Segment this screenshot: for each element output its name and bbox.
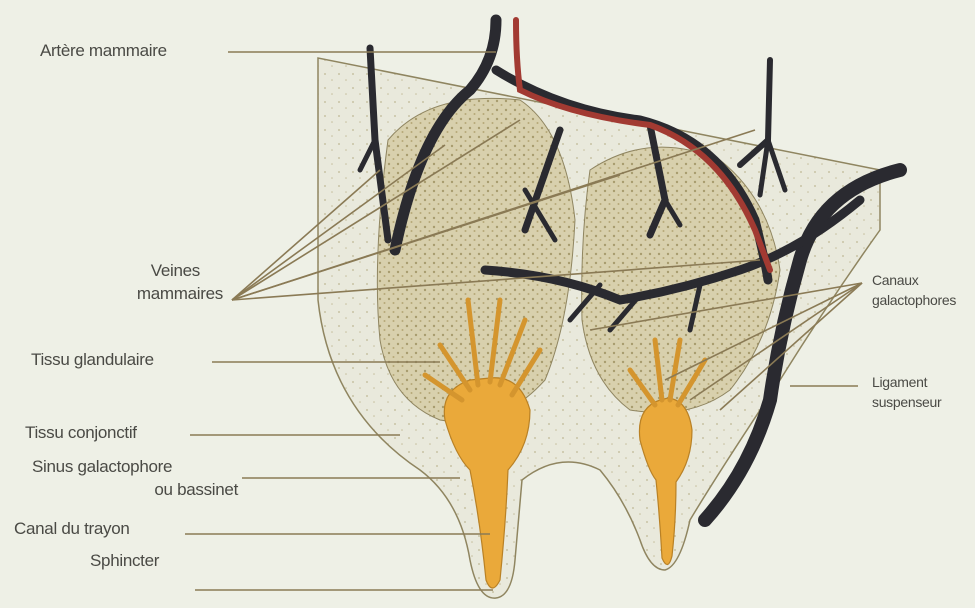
label-suspenseur: suspenseur: [872, 394, 941, 410]
label-galactophores: galactophores: [872, 292, 956, 308]
label-ligament: Ligament: [872, 374, 927, 390]
label-veines: Veines: [90, 261, 200, 281]
label-canaux: Canaux: [872, 272, 918, 288]
label-tissu-conjonctif: Tissu conjonctif: [25, 423, 137, 443]
label-artere-mammaire: Artère mammaire: [40, 41, 167, 61]
label-ou-bassinet: ou bassinet: [40, 480, 238, 500]
label-sinus-galactophore: Sinus galactophore: [32, 457, 172, 477]
label-canal-du-trayon: Canal du trayon: [14, 519, 130, 539]
label-veines-mammaires: mammaires: [90, 284, 223, 304]
label-sphincter: Sphincter: [90, 551, 159, 571]
label-tissu-glandulaire: Tissu glandulaire: [31, 350, 154, 370]
